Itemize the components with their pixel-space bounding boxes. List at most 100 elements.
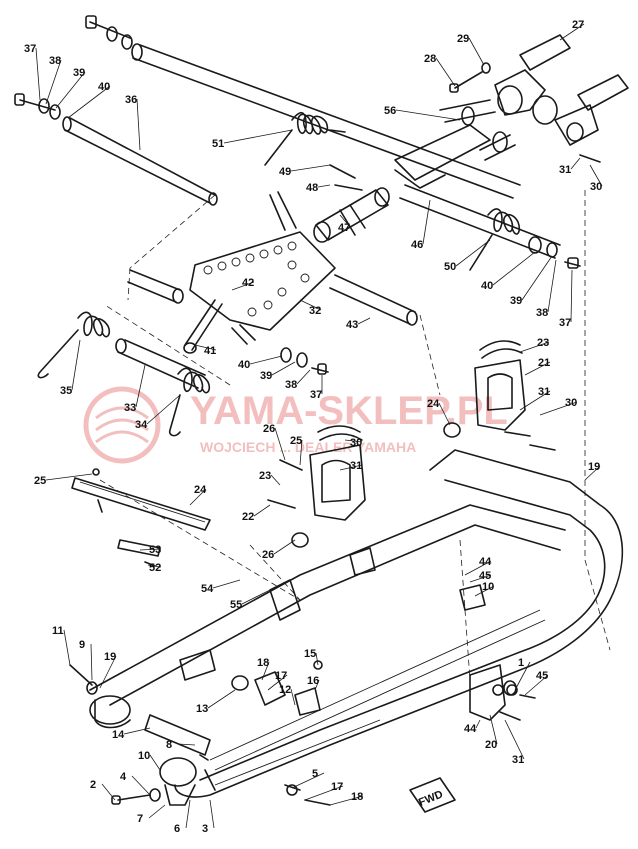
callout-leader-line (185, 799, 191, 829)
callout-leader-line (570, 157, 581, 170)
callout-number-30: 30 (565, 397, 577, 409)
callout-leader-line (519, 390, 551, 411)
callout-leader-line (357, 317, 371, 325)
callout-number-13: 13 (196, 703, 208, 715)
callout-number-18: 18 (351, 791, 363, 803)
callout-leader-line (514, 661, 531, 691)
callout-leader-line (194, 344, 217, 351)
callout-leader-line (136, 98, 141, 151)
callout-leader-line (455, 239, 491, 267)
callout-leader-line (314, 679, 320, 691)
callout-number-23: 23 (537, 337, 549, 349)
callout-number-53: 53 (149, 544, 161, 556)
front-pivot-bracket (449, 34, 629, 163)
callout-number-24: 24 (194, 484, 207, 496)
callout-leader-line (249, 355, 283, 365)
front-arm-assembly (394, 99, 561, 259)
callout-number-40: 40 (481, 280, 493, 292)
callout-number-48: 48 (306, 182, 318, 194)
callout-number-4: 4 (120, 771, 127, 783)
callout-leader-line (475, 719, 481, 729)
callout-number-50: 50 (444, 261, 456, 273)
callout-leader-line (329, 795, 364, 806)
callout-leader-line (177, 743, 196, 746)
callout-number-52: 52 (149, 562, 161, 574)
callout-leader-line (207, 689, 236, 709)
callout-leader-line (492, 251, 536, 286)
slide-bracket-left (267, 425, 366, 548)
callout-leader-line (290, 688, 296, 706)
callout-leader-line (521, 255, 553, 301)
callout-leader-line (123, 727, 151, 735)
callout-leader-line (271, 361, 296, 376)
callout-leader-line (299, 439, 303, 466)
callout-leader-line (468, 37, 485, 66)
callout-number-27: 27 (572, 19, 584, 31)
callout-number-35: 35 (60, 385, 72, 397)
callout-number-14: 14 (112, 729, 125, 741)
callout-leader-line (148, 804, 166, 819)
callout-number-55: 55 (230, 599, 242, 611)
callout-number-29: 29 (457, 33, 469, 45)
callout-leader-line (135, 364, 146, 408)
callout-number-32: 32 (309, 305, 321, 317)
callout-number-26: 26 (263, 423, 275, 435)
callout-leader-line (45, 59, 62, 105)
lower-front-components (69, 660, 518, 806)
callout-leader-line (71, 339, 81, 391)
callout-number-26: 26 (262, 549, 274, 561)
callout-leader-line (90, 643, 93, 681)
torsion-spring-right (469, 208, 581, 271)
callout-number-10: 10 (482, 581, 494, 593)
callout-leader-line (464, 560, 492, 576)
callout-leader-line (67, 85, 111, 119)
callout-leader-line (422, 199, 431, 245)
callout-number-30: 30 (350, 437, 362, 449)
watermark-logo-icon (83, 386, 161, 464)
callout-number-12: 12 (279, 684, 291, 696)
callout-number-17: 17 (275, 670, 287, 682)
callout-leader-line (45, 473, 93, 481)
callout-number-25: 25 (290, 435, 302, 447)
track-frame (89, 449, 624, 798)
callout-number-47: 47 (338, 222, 350, 234)
callout-number-45: 45 (479, 570, 491, 582)
callout-number-20: 20 (485, 739, 497, 751)
callout-number-34: 34 (135, 419, 148, 431)
callout-leader-line (469, 574, 492, 583)
callout-leader-line (339, 464, 363, 471)
callout-number-38: 38 (49, 55, 61, 67)
watermark-sub-text: WOJCIECH ... DEALER YAMAHA (200, 439, 416, 455)
callout-number-51: 51 (212, 138, 224, 150)
callout-number-37: 37 (24, 43, 36, 55)
callout-number-25: 25 (34, 475, 46, 487)
callout-leader-line (63, 629, 71, 666)
callout-number-33: 33 (124, 402, 136, 414)
callout-leader-line (584, 465, 601, 481)
watermark: YAMA-SKLEP.PL WOJCIECH ... DEALER YAMAHA (83, 386, 508, 464)
callout-number-44: 44 (479, 556, 492, 568)
callout-leader-line (547, 259, 557, 313)
callout-leader-line (267, 674, 288, 691)
callout-number-31: 31 (538, 386, 550, 398)
callout-leader-line (212, 579, 241, 589)
shock-absorber (269, 164, 390, 243)
callout-number-43: 43 (346, 319, 358, 331)
callout-number-40: 40 (238, 359, 250, 371)
callout-number-38: 38 (536, 307, 548, 319)
callout-number-19: 19 (104, 651, 116, 663)
callout-number-54: 54 (201, 583, 214, 595)
callout-leader-line (101, 783, 116, 801)
callout-leader-line (146, 394, 181, 425)
callout-leader-line (241, 589, 271, 605)
callout-number-44: 44 (464, 723, 477, 735)
callout-number-5: 5 (312, 768, 318, 780)
callout-number-28: 28 (424, 53, 436, 65)
rear-shaft-upper (14, 15, 521, 206)
callout-leader-line (149, 754, 161, 771)
callout-number-40: 40 (98, 81, 110, 93)
callout-leader-line (274, 427, 286, 461)
callout-leader-line (504, 719, 525, 760)
